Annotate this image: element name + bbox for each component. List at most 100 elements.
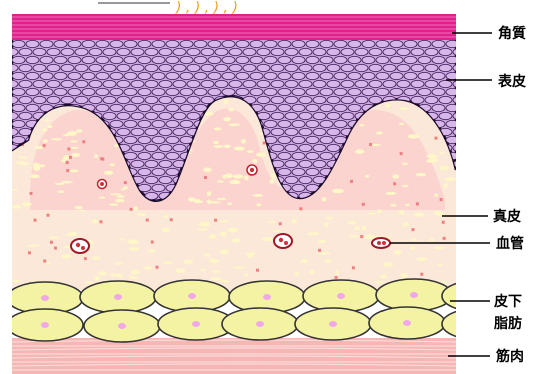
epidermis-cell xyxy=(271,48,284,55)
dermis-fiber xyxy=(137,213,145,216)
dermis-fiber xyxy=(247,150,254,153)
dermis-dot xyxy=(256,269,259,272)
epidermis-cell xyxy=(68,88,81,95)
epidermis-cell xyxy=(124,72,137,79)
epidermis-cell xyxy=(208,88,221,95)
epidermis-cell xyxy=(306,152,319,159)
dermis-dot xyxy=(146,219,149,222)
dermis-fiber xyxy=(115,262,123,265)
epidermis-cell xyxy=(159,80,172,87)
epidermis-cell xyxy=(33,96,46,103)
epidermis-cell xyxy=(47,48,60,55)
dermis-fiber xyxy=(213,141,219,144)
epidermis-cell xyxy=(236,72,249,79)
dermis-dot xyxy=(204,176,207,179)
epidermis-cell xyxy=(152,40,165,47)
epidermis-cell xyxy=(166,88,179,95)
epidermis-cell xyxy=(166,104,179,111)
epidermis-cell xyxy=(362,40,375,47)
dermis-fiber xyxy=(359,124,364,126)
epidermis-cell xyxy=(152,152,165,159)
dermis-fiber xyxy=(332,189,344,194)
dermis-dot xyxy=(362,203,365,206)
epidermis-cell xyxy=(75,64,88,71)
dermis-fiber xyxy=(69,170,79,173)
epidermis-cell xyxy=(47,96,60,103)
epidermis-cell xyxy=(166,168,179,175)
epidermis-cell xyxy=(159,48,172,55)
dermis-fiber xyxy=(234,266,246,268)
epidermis-cell xyxy=(152,56,165,63)
dermis-fiber xyxy=(163,261,173,264)
epidermis-cell xyxy=(376,40,389,47)
epidermis-cell xyxy=(299,176,312,183)
dermis-dot xyxy=(411,228,414,231)
epidermis-cell xyxy=(138,104,151,111)
epidermis-cell xyxy=(446,56,459,63)
dermis-fiber xyxy=(45,119,50,121)
epidermis-cell xyxy=(145,112,158,119)
epidermis-cell xyxy=(306,88,319,95)
epidermis-cell xyxy=(131,112,144,119)
epidermis-cell xyxy=(145,64,158,71)
epidermis-cell xyxy=(124,104,137,111)
epidermis-cell xyxy=(19,48,32,55)
dermis-fiber xyxy=(121,188,126,190)
epidermis-cell xyxy=(341,48,354,55)
epidermis-cell xyxy=(222,56,235,63)
epidermis-cell xyxy=(313,144,326,151)
dermis-fiber xyxy=(69,231,78,236)
epidermis-cell xyxy=(369,64,382,71)
epidermis-cell xyxy=(432,40,445,47)
epidermis-cell xyxy=(103,80,116,87)
epidermis-cell xyxy=(264,120,277,127)
epidermis-cell xyxy=(201,48,214,55)
epidermis-cell xyxy=(131,64,144,71)
epidermis-cell xyxy=(439,112,452,119)
epidermis-cell xyxy=(173,96,186,103)
epidermis-cell xyxy=(439,96,452,103)
dermis-fiber xyxy=(130,276,138,279)
fat-cell-nucleus xyxy=(192,321,200,327)
dermis-fiber xyxy=(214,128,222,131)
epidermis-cell xyxy=(61,48,74,55)
epidermis-cell xyxy=(320,72,333,79)
dermis-dot xyxy=(420,273,423,276)
epidermis-cell xyxy=(306,56,319,63)
epidermis-cell xyxy=(166,152,179,159)
epidermis-cell xyxy=(299,160,312,167)
epidermis-cell xyxy=(173,64,186,71)
dermis-fiber xyxy=(376,131,383,134)
epidermis-cell xyxy=(138,40,151,47)
epidermis-cell xyxy=(327,96,340,103)
dermis-dot xyxy=(350,180,353,183)
dermis-fiber xyxy=(227,202,232,205)
dermis-fiber xyxy=(402,162,408,165)
dermis-dot xyxy=(100,157,103,160)
dermis-fiber xyxy=(439,152,444,154)
dermis-fiber xyxy=(209,234,216,239)
epidermis-cell xyxy=(432,104,445,111)
epidermis-cell xyxy=(110,88,123,95)
dermis-fiber xyxy=(268,221,276,223)
dermis-fiber xyxy=(233,174,243,178)
dermis-dot xyxy=(82,140,85,143)
dermis-dot xyxy=(369,143,372,146)
epidermis-cell xyxy=(306,136,319,143)
epidermis-cell xyxy=(180,136,193,143)
epidermis-cell xyxy=(54,40,67,47)
epidermis-cell xyxy=(327,64,340,71)
epidermis-cell xyxy=(236,88,249,95)
epidermis-cell xyxy=(159,112,172,119)
dermis-fiber xyxy=(368,213,376,215)
epidermis-cell xyxy=(166,136,179,143)
epidermis-cell xyxy=(166,56,179,63)
dermis-dot xyxy=(46,214,49,217)
epidermis-cell xyxy=(12,104,25,111)
epidermis-cell xyxy=(313,112,326,119)
epidermis-cell xyxy=(124,152,137,159)
epidermis-cell xyxy=(166,40,179,47)
dermis-fiber xyxy=(11,205,21,209)
epidermis-cell xyxy=(390,72,403,79)
epidermis-cell xyxy=(320,120,333,127)
